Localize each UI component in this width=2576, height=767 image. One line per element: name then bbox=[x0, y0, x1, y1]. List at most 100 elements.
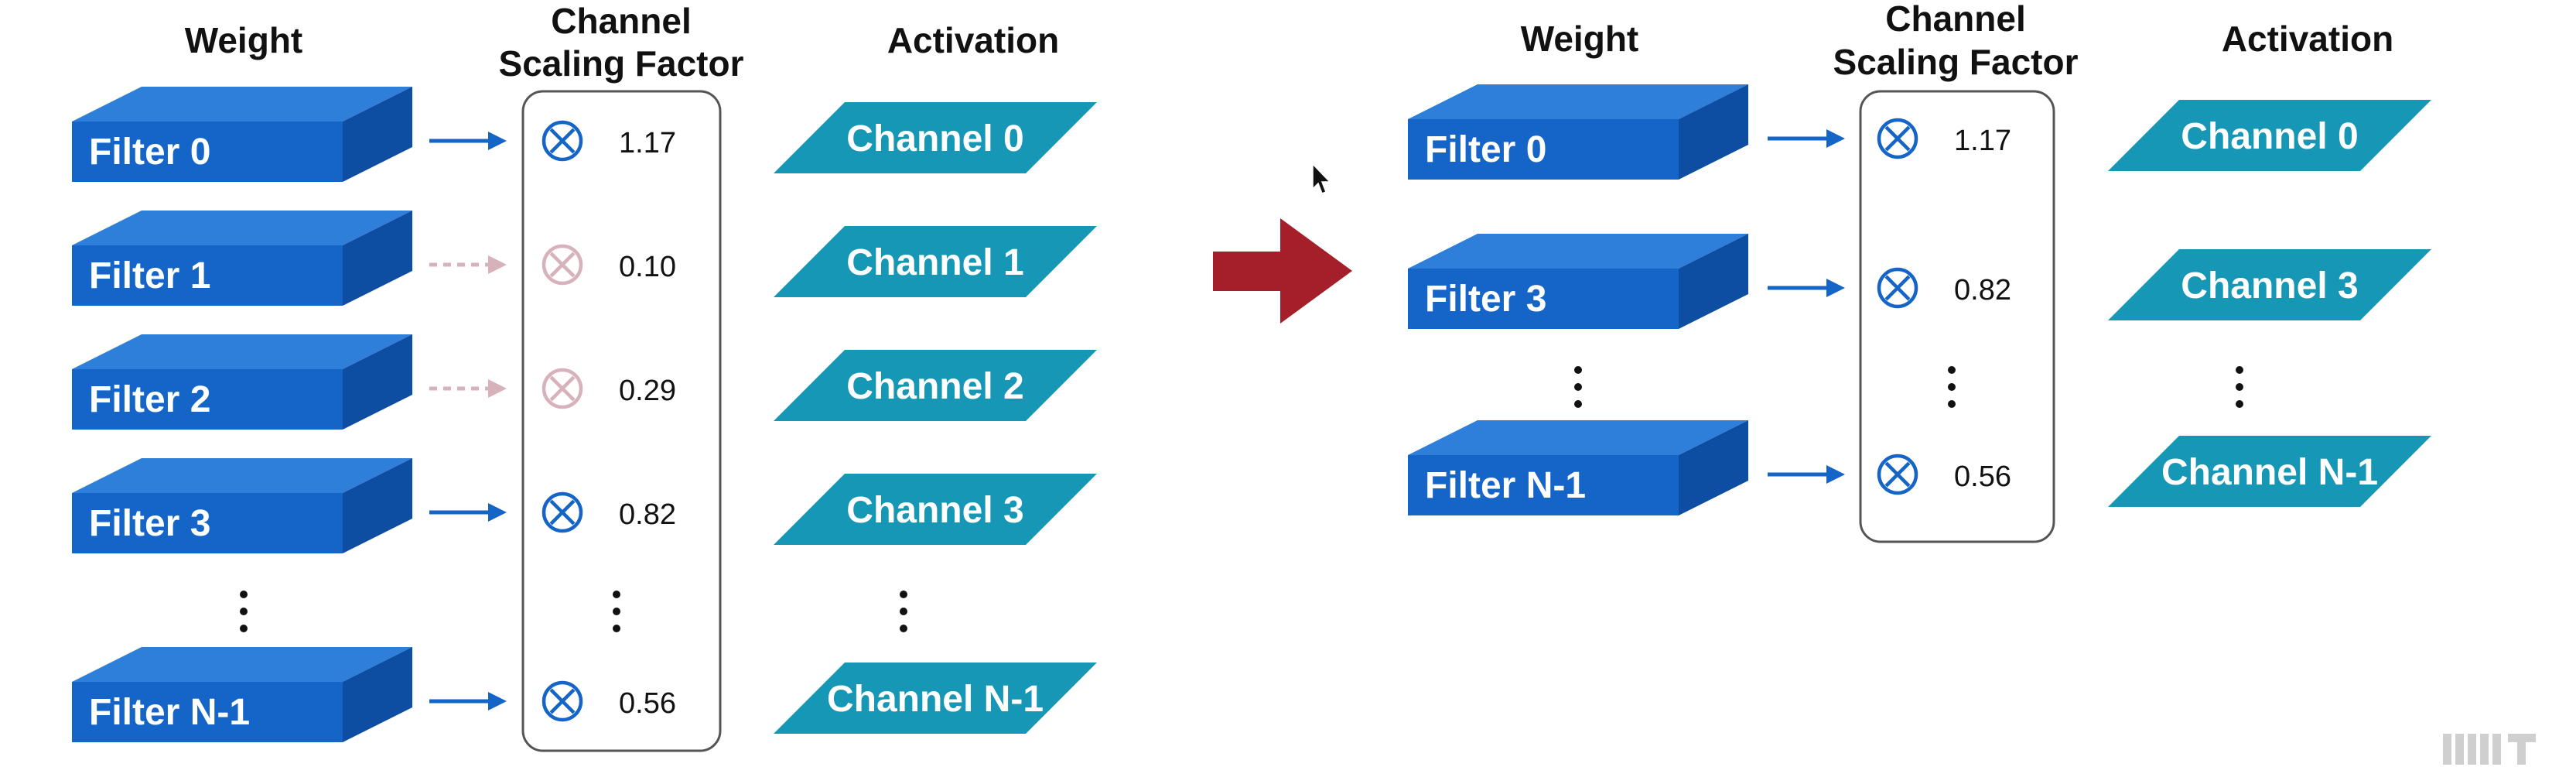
multiply-stroke bbox=[1884, 461, 1911, 488]
channel-block: Channel 3 bbox=[774, 474, 1097, 545]
channel-parallelogram bbox=[774, 474, 1097, 545]
filter-block-side-face bbox=[1679, 84, 1748, 180]
multiply-circle bbox=[1877, 118, 1918, 159]
scaling-factor-value: 0.82 bbox=[619, 498, 676, 531]
ellipsis-dot bbox=[1948, 383, 1956, 391]
arrowhead bbox=[488, 692, 507, 711]
scaling-factor-value-pruned: 0.29 bbox=[619, 375, 676, 407]
channel-parallelogram bbox=[774, 102, 1097, 173]
kept-arrow bbox=[1768, 279, 1845, 297]
filter-block-side-face bbox=[343, 211, 412, 306]
before-scaling-header-line2: Scaling Factor bbox=[499, 43, 744, 84]
channel-parallelogram bbox=[774, 350, 1097, 421]
before-scaling-factor-bracket bbox=[521, 90, 722, 752]
channel-parallelogram bbox=[2108, 436, 2431, 507]
channel-block: Channel N-1 bbox=[774, 663, 1097, 734]
filter-block: Filter N-1 bbox=[1408, 420, 1748, 515]
ellipsis-dot bbox=[900, 608, 907, 615]
multiply-stroke bbox=[549, 499, 576, 526]
channel-label: Channel 0 bbox=[846, 118, 1023, 159]
filter-label: Filter 1 bbox=[89, 255, 210, 296]
ellipsis-dot bbox=[240, 591, 248, 598]
filter-block-top-face bbox=[1408, 84, 1748, 119]
ellipsis-dot bbox=[613, 608, 620, 615]
arrowhead bbox=[1826, 279, 1845, 297]
filter-block: Filter N-1 bbox=[72, 647, 412, 742]
filter-block-front-face bbox=[72, 245, 343, 306]
filter-block-top-face bbox=[72, 458, 412, 493]
filter-block-side-face bbox=[343, 87, 412, 182]
multiply-circle bbox=[542, 491, 583, 533]
filter-block-top-face bbox=[1408, 234, 1748, 269]
multiply-icon bbox=[542, 120, 583, 162]
multiply-pruned-icon bbox=[542, 244, 583, 286]
channel-block: Channel 2 bbox=[774, 350, 1097, 421]
multiply-stroke bbox=[1884, 275, 1911, 301]
channel-block: Channel N-1 bbox=[2108, 436, 2431, 507]
pruned-arrow bbox=[429, 379, 507, 398]
kept-arrow bbox=[429, 132, 507, 150]
channel-label: Channel 2 bbox=[846, 366, 1023, 407]
vertical-ellipsis bbox=[1948, 366, 1956, 408]
filter-block-side-face bbox=[1679, 234, 1748, 329]
multiply-circle bbox=[542, 680, 583, 722]
filter-label: Filter 3 bbox=[1425, 279, 1546, 320]
filter-label: Filter 0 bbox=[1425, 129, 1546, 170]
filter-block-side-face bbox=[343, 334, 412, 430]
filter-label: Filter 2 bbox=[89, 379, 210, 420]
vertical-ellipsis bbox=[900, 591, 907, 632]
ellipsis-dot bbox=[2236, 366, 2243, 374]
filter-block-front-face bbox=[1408, 269, 1679, 329]
channel-parallelogram bbox=[774, 663, 1097, 734]
ellipsis-dot bbox=[900, 625, 907, 632]
channel-label: Channel 1 bbox=[846, 242, 1023, 283]
scaling-factor-value: 0.82 bbox=[1954, 274, 2011, 306]
multiply-stroke bbox=[549, 375, 576, 402]
channel-label: Channel 3 bbox=[846, 490, 1023, 531]
filter-block-front-face bbox=[72, 682, 343, 742]
scaling-factor-value-pruned: 0.10 bbox=[619, 251, 676, 283]
vertical-ellipsis bbox=[2236, 366, 2243, 408]
ellipsis-dot bbox=[1948, 400, 1956, 408]
filter-block-side-face bbox=[1679, 420, 1748, 515]
vertical-ellipsis bbox=[240, 591, 248, 632]
channel-label: Channel 3 bbox=[2181, 265, 2358, 306]
filter-block-front-face bbox=[1408, 455, 1679, 515]
filter-block: Filter 0 bbox=[1408, 84, 1748, 180]
filter-label: Filter N-1 bbox=[89, 692, 250, 733]
vertical-ellipsis bbox=[1574, 366, 1582, 408]
filter-label: Filter 0 bbox=[89, 132, 210, 173]
filter-block: Filter 2 bbox=[72, 334, 412, 430]
filter-block-front-face bbox=[72, 369, 343, 430]
filter-block-front-face bbox=[72, 493, 343, 553]
ellipsis-dot bbox=[613, 625, 620, 632]
mouse-cursor-icon bbox=[1312, 163, 1331, 194]
multiply-circle bbox=[1877, 454, 1918, 495]
mit-logo-watermark bbox=[2443, 734, 2536, 765]
filter-block-side-face bbox=[343, 458, 412, 553]
multiply-icon bbox=[1877, 118, 1918, 159]
after-activation-header: Activation bbox=[2222, 19, 2393, 59]
ellipsis-dot bbox=[1948, 366, 1956, 374]
before-activation-header: Activation bbox=[887, 20, 1059, 60]
filter-block-front-face bbox=[72, 122, 343, 182]
kept-arrow bbox=[429, 692, 507, 711]
channel-parallelogram bbox=[2108, 249, 2431, 320]
channel-block: Channel 3 bbox=[2108, 249, 2431, 320]
channel-label: Channel N-1 bbox=[827, 679, 1044, 720]
kept-arrow bbox=[429, 503, 507, 522]
multiply-icon bbox=[542, 680, 583, 722]
channel-parallelogram bbox=[774, 226, 1097, 297]
scaling-factor-value: 0.56 bbox=[1954, 461, 2011, 493]
vertical-ellipsis bbox=[613, 591, 620, 632]
arrowhead bbox=[488, 132, 507, 150]
ellipsis-dot bbox=[613, 591, 620, 598]
channel-label: Channel N-1 bbox=[2161, 452, 2378, 493]
pruned-arrow bbox=[429, 255, 507, 274]
ellipsis-dot bbox=[1574, 400, 1582, 408]
channel-parallelogram bbox=[2108, 100, 2431, 171]
multiply-pruned-icon bbox=[542, 368, 583, 409]
kept-arrow bbox=[1768, 129, 1845, 148]
